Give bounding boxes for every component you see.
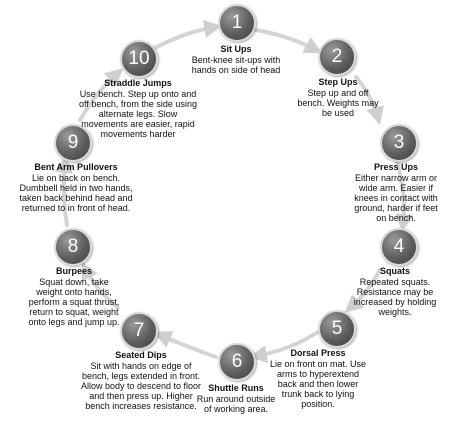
station-2-text: Step Ups Step up and off bench. Weights … <box>282 77 394 118</box>
station-3-text: Press Ups Either narrow arm or wide arm.… <box>344 162 448 223</box>
station-6-text: Shuttle Runs Run around outside of worki… <box>180 383 292 414</box>
station-5-badge: 5 <box>318 310 356 348</box>
station-6-number: 6 <box>231 351 243 372</box>
ring-arrow-5-6 <box>248 330 320 363</box>
station-4-description: Repeated squats. Resistance may be incre… <box>353 277 437 317</box>
station-6-title: Shuttle Runs <box>208 383 264 393</box>
station-6-description: Run around outside of working area. <box>196 394 276 414</box>
station-3-number: 3 <box>393 132 405 153</box>
station-3-description: Either narrow arm or wide arm. Easier if… <box>354 173 438 223</box>
station-5-title: Dorsal Press <box>290 348 346 358</box>
ring-arrow-3-4 <box>394 156 414 233</box>
ring-arrow-4-5 <box>344 268 382 313</box>
station-1-badge: 1 <box>218 4 256 42</box>
station-8-number: 8 <box>67 236 79 257</box>
ring-arrow-10-1 <box>153 19 223 50</box>
station-6-badge: 6 <box>218 343 256 381</box>
station-2-badge: 2 <box>318 38 356 76</box>
station-8-badge: 8 <box>54 228 92 266</box>
station-1-title: Sit Ups <box>220 44 252 54</box>
station-4-number: 4 <box>393 236 405 257</box>
ring-arrow-8-9 <box>55 154 74 227</box>
station-4-badge: 4 <box>380 228 418 266</box>
station-4-title: Squats <box>379 266 410 276</box>
station-9-text: Bent Arm Pullovers Lie on back on bench.… <box>8 162 144 213</box>
station-2-description: Step up and off bench. Weights may be us… <box>297 88 379 118</box>
station-5-number: 5 <box>331 318 343 339</box>
station-9-badge: 9 <box>54 124 92 162</box>
station-9-description: Lie on back on bench. Dumbbell held in t… <box>19 173 133 213</box>
station-3-title: Press Ups <box>373 162 419 172</box>
station-9-number: 9 <box>67 132 79 153</box>
station-7-description: Sit with hands on edge of bench, legs ex… <box>80 361 202 411</box>
ring-arrow-2-3 <box>354 75 384 125</box>
ring-arrow-1-2 <box>254 28 323 54</box>
station-2-title: Step Ups <box>318 77 358 87</box>
station-4-text: Squats Repeated squats. Resistance may b… <box>342 266 448 317</box>
station-1-text: Sit Ups Bent-knee sit-ups with hands on … <box>178 44 294 75</box>
station-10-description: Use bench. Step up onto and off bench, f… <box>79 89 197 139</box>
station-8-title: Burpees <box>55 266 92 276</box>
ring-arrow-6-7 <box>153 331 218 359</box>
station-5-description: Lie on front on mat. Use arms to hyperex… <box>269 359 367 409</box>
station-1-description: Bent-knee sit-ups with hands on side of … <box>191 55 281 75</box>
station-7-text: Seated Dips Sit with hands on edge of be… <box>72 350 210 411</box>
station-7-title: Seated Dips <box>115 350 167 360</box>
station-2-number: 2 <box>331 46 343 67</box>
station-7-badge: 7 <box>120 312 158 350</box>
station-10-text: Straddle Jumps Use bench. Step up onto a… <box>68 78 208 139</box>
station-7-number: 7 <box>133 320 145 341</box>
station-10-title: Straddle Jumps <box>104 78 172 88</box>
station-5-text: Dorsal Press Lie on front on mat. Use ar… <box>260 348 376 409</box>
station-8-description: Squat down, take weight onto hands, perf… <box>28 277 120 327</box>
station-10-number: 10 <box>128 48 150 69</box>
ring-arrow-7-8 <box>81 261 120 310</box>
station-8-text: Burpees Squat down, take weight onto han… <box>22 266 126 327</box>
station-1-number: 1 <box>231 12 243 33</box>
station-9-title: Bent Arm Pullovers <box>34 162 118 172</box>
station-3-badge: 3 <box>380 124 418 162</box>
ring-arrow-9-10 <box>78 68 124 122</box>
station-10-badge: 10 <box>120 40 158 78</box>
